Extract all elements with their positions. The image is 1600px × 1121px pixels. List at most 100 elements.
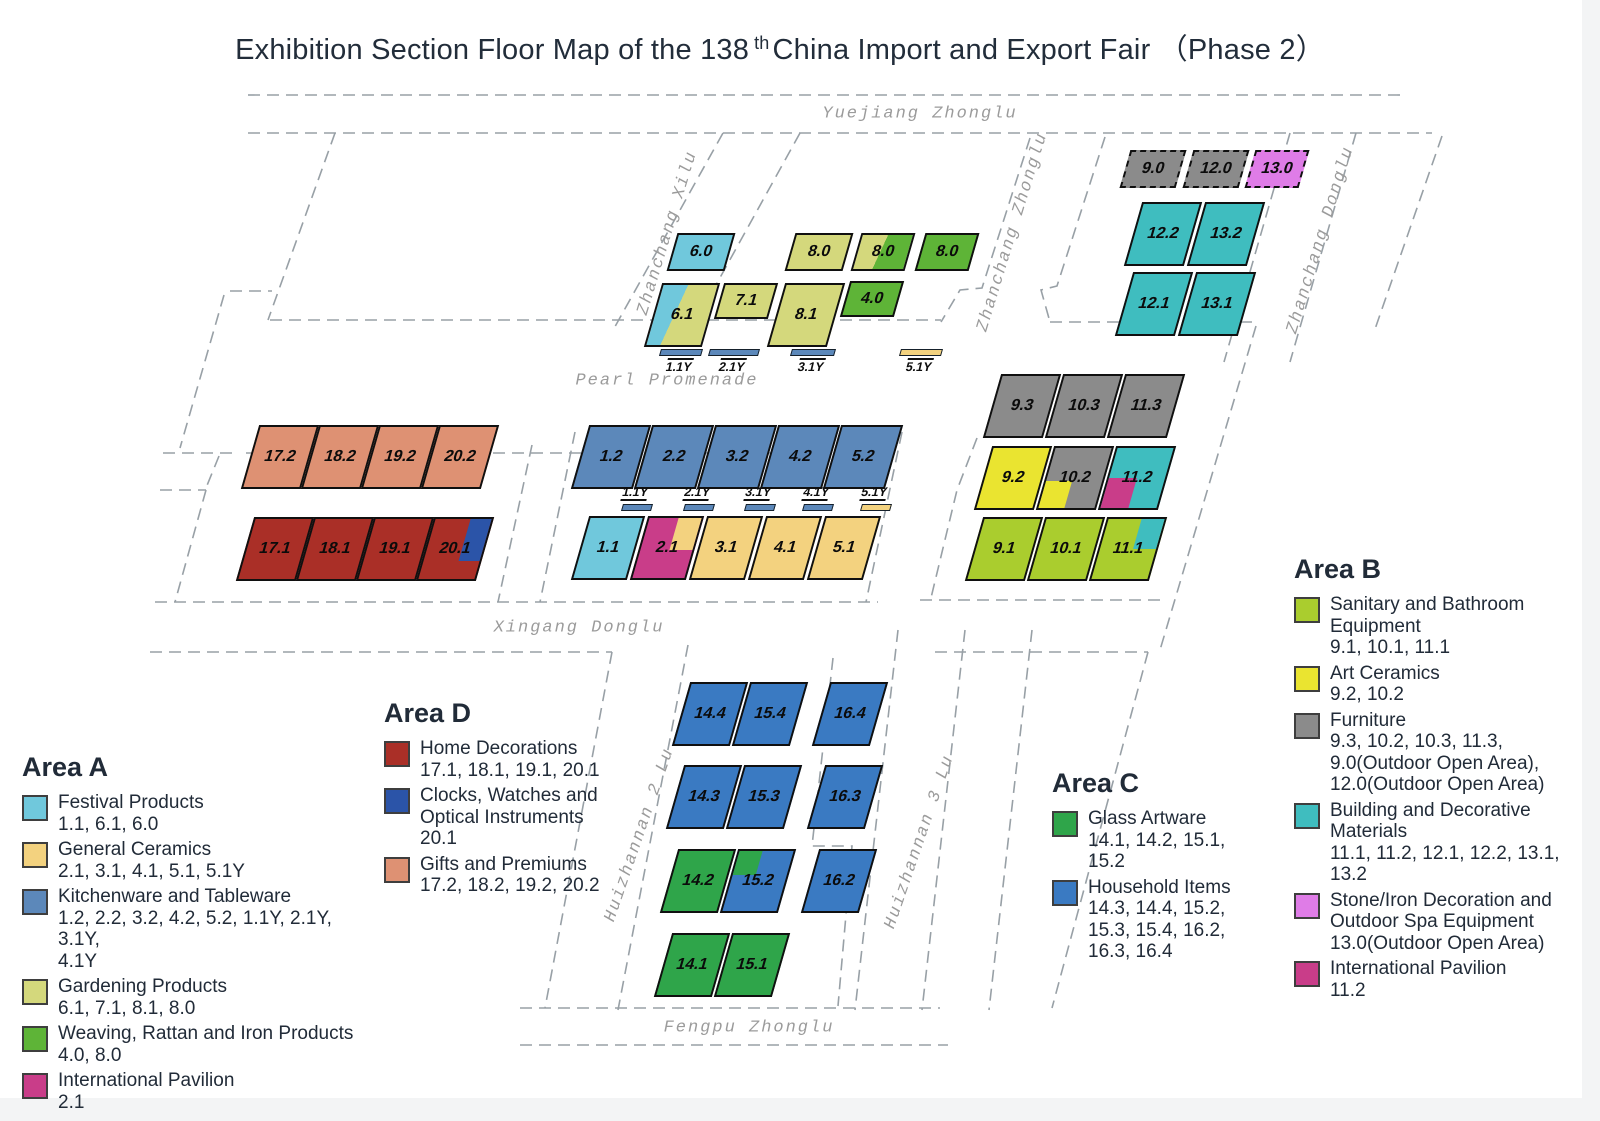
hall-block-label: 9.3 [1008, 397, 1036, 414]
street-label-fengpu-zhonglu: Fengpu Zhonglu [663, 1018, 835, 1038]
legend-swatch [1294, 961, 1320, 987]
hall-block-label: 8.0 [933, 243, 961, 260]
annex-bar-label: 1.1Y [620, 485, 650, 501]
legend-swatch [22, 1026, 48, 1052]
hall-block-label: 4.2 [786, 448, 814, 465]
hall-block-label: 15.3 [746, 788, 783, 805]
hall-block-label: 14.2 [680, 872, 717, 889]
legend-swatch [1294, 712, 1320, 739]
legend-item-halls: 6.1, 7.1, 8.1, 8.0 [58, 997, 196, 1019]
hall-block-label: 4.1 [771, 539, 799, 556]
hall-block-13.0: 13.0 [1244, 150, 1310, 188]
legend-item-halls: 9.1, 10.1, 11.1 [1330, 637, 1451, 658]
hall-block-label: 14.4 [692, 705, 729, 722]
legend-item-category: Art Ceramics [1330, 662, 1440, 684]
legend-title: Area A [22, 752, 109, 782]
hall-block-label: 12.0 [1198, 160, 1235, 177]
hall-block-8.0: 8.0 [850, 233, 916, 271]
hall-block-8.0: 8.0 [784, 233, 854, 271]
legend-item-halls: 1.1, 6.1, 6.0 [58, 813, 159, 835]
legend-swatch [22, 795, 48, 821]
hall-block-label: 11.1 [1110, 540, 1146, 557]
hall-block-label: 4.0 [858, 290, 886, 307]
page-background-right [1582, 0, 1600, 1121]
hall-block-label: 5.1 [830, 539, 858, 556]
legend-item-category: Household Items [1088, 876, 1231, 898]
legend-item-halls: 2.1, 3.1, 4.1, 5.1, 5.1Y [58, 860, 245, 882]
hall-block-6.0: 6.0 [666, 233, 736, 271]
legend-swatch [22, 842, 48, 868]
hall-block-label: 9.2 [999, 469, 1027, 486]
legend-item: Stone/Iron Decoration and Outdoor Spa Eq… [1294, 890, 1600, 955]
legend-swatch [384, 788, 410, 814]
annex-bar-label: 5.1Y [859, 485, 889, 501]
legend-item-text: Stone/Iron Decoration and Outdoor Spa Eq… [1330, 890, 1552, 955]
legend-item-halls: 17.2, 18.2, 19.2, 20.2 [420, 875, 600, 896]
hall-block-label: 10.2 [1057, 469, 1094, 486]
hall-block-label: 3.1 [712, 539, 740, 556]
hall-block-label: 11.2 [1119, 469, 1155, 486]
hall-block-9.0: 9.0 [1119, 150, 1187, 188]
map-title-part1: Exhibition Section Floor Map of the 138 [235, 34, 750, 66]
hall-block-label: 3.2 [723, 448, 751, 465]
hall-block-label: 8.0 [805, 243, 833, 260]
hall-block-label: 10.3 [1066, 397, 1103, 414]
legend-swatch [1052, 879, 1078, 906]
hall-block-label: 2.1 [653, 539, 681, 556]
hall-block-label: 13.0 [1259, 160, 1296, 177]
legend-item-category: General Ceramics [58, 839, 212, 860]
hall-block-4.0: 4.0 [839, 281, 905, 317]
legend-item-category: Clocks, Watches and Optical Instruments [420, 785, 598, 828]
hall-block-label: 17.1 [257, 540, 294, 557]
legend-item-category: International Pavilion [58, 1070, 235, 1091]
legend-swatch [1294, 665, 1320, 692]
hall-block-label: 15.1 [734, 956, 771, 973]
annex-bar-1.1y [620, 504, 654, 511]
legend-item-category: Stone/Iron Decoration and Outdoor Spa Eq… [1330, 889, 1552, 933]
hall-block-label: 8.1 [792, 306, 820, 323]
legend-item-halls: 11.2 [1330, 979, 1366, 1001]
hall-block-label: 14.1 [674, 956, 711, 973]
legend-item-category: Building and Decorative Materials [1330, 799, 1531, 843]
hall-block-label: 20.1 [437, 540, 474, 557]
legend-item-category: Gardening Products [58, 976, 227, 997]
legend-item-halls: 14.3, 14.4, 15.2, 15.3, 15.4, 16.2, 16.3… [1088, 898, 1226, 962]
street-label-yuejiang-zhonglu: Yuejiang Zhonglu [822, 104, 1018, 124]
hall-block-label: 11.3 [1128, 397, 1164, 414]
legend-item-halls: 20.1 [420, 828, 457, 849]
legend-item-category: Home Decorations [420, 738, 578, 759]
legend-swatch [1294, 892, 1320, 919]
annex-bar-label: 3.1Y [743, 485, 773, 501]
annex-bar-2.1y [682, 504, 716, 511]
legend-item-halls: 1.2, 2.2, 3.2, 4.2, 5.2, 1.1Y, 2.1Y, 3.1… [58, 907, 332, 972]
hall-block-label: 1.2 [597, 448, 625, 465]
annex-bar-4.1y [801, 504, 835, 511]
hall-block-8.0: 8.0 [914, 233, 980, 271]
annex-bar-1.1y [658, 349, 704, 356]
hall-block-12.0: 12.0 [1182, 150, 1250, 188]
legend-swatch [22, 1073, 48, 1099]
legend-item-category: Weaving, Rattan and Iron Products [58, 1023, 354, 1044]
